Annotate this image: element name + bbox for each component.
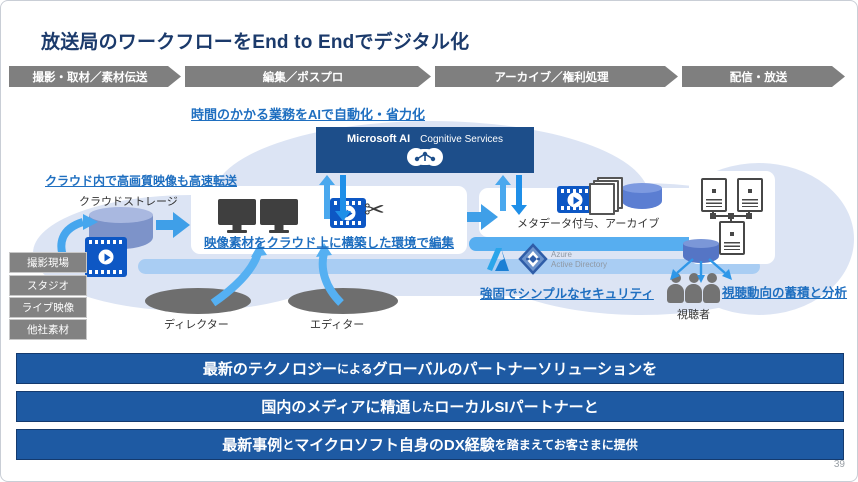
server-icon (719, 221, 745, 255)
viewer-person-icon (685, 273, 702, 303)
metadata-video-clip-icon (557, 186, 593, 213)
page-title: 放送局のワークフローをEnd to Endでデジタル化 (41, 32, 470, 53)
page-number: 39 (833, 459, 845, 470)
message-bar-global-partner: 最新のテクノロジーによるグローバルのパートナーソリューションを (16, 353, 844, 384)
message-segment: と (282, 438, 295, 452)
archive-cylinder-icon (622, 183, 662, 209)
source-box-live-video: ライブ映像 (9, 297, 87, 318)
message-segment: した (410, 400, 435, 414)
editing-video-clip-icon (330, 198, 366, 228)
metadata-archive-label: メタデータ付与、アーカイブ (517, 218, 660, 230)
source-box-studio: スタジオ (9, 275, 87, 296)
viewer-person-icon (703, 273, 720, 303)
server-icon (737, 178, 763, 212)
message-bar-dx-experience: 最新事例とマイクロソフト自身のDX経験を踏まえてお客さまに提供 (16, 429, 844, 460)
brain-icon (407, 148, 443, 166)
azure-active-directory-icon (518, 243, 548, 275)
distribution-cylinder-icon (683, 239, 719, 263)
message-segment: 最新事例 (222, 437, 283, 454)
source-box-third-party: 他社素材 (9, 319, 87, 340)
editor-label: エディター (310, 319, 365, 331)
callout-analytics: 視聴動向の蓄積と分析 (722, 286, 848, 300)
arrow-storage-to-editing (156, 212, 190, 238)
message-segment: グローバルのパートナーソリューションを (372, 361, 658, 378)
viewers-icon-group (667, 273, 720, 303)
editor-stage-ellipse (288, 288, 398, 314)
director-stage-ellipse (145, 288, 251, 314)
message-segment: マイクロソフト自身のDX経験 (294, 437, 495, 454)
message-segment: 国内のメディアに精通 (261, 399, 411, 416)
source-video-clip-icon (85, 237, 127, 277)
message-segment: ローカルSIパートナーと (434, 399, 599, 416)
cognitive-services-label: Cognitive Services (420, 134, 503, 145)
cloud-storage-label: クラウドストレージ (79, 196, 178, 208)
phase-chevron-shooting: 撮影・取材／素材伝送 (9, 66, 181, 87)
director-label: ディレクター (164, 319, 229, 331)
azure-logo-icon (487, 248, 509, 271)
azure-active-directory-label: Azure Active Directory (551, 250, 608, 269)
viewer-person-icon (667, 273, 684, 303)
message-segment: 最新のテクノロジー (202, 361, 337, 378)
monitor-icon (260, 199, 298, 225)
phase-chevron-distribution: 配信・放送 (682, 66, 845, 87)
phase-chevron-editing: 編集／ポスプロ (185, 66, 431, 87)
phase-chevron-archive: アーカイブ／権利処理 (435, 66, 678, 87)
microsoft-ai-box: Microsoft AI Cognitive Services (316, 127, 534, 173)
callout-fast-transfer: クラウド内で高画質映像も高速転送 (45, 174, 238, 188)
source-box-shooting-site: 撮影現場 (9, 252, 87, 273)
workflow-pipe-light (138, 259, 760, 274)
message-segment: による (336, 362, 373, 376)
microsoft-ai-label: Microsoft AI (347, 133, 411, 145)
monitor-icon (218, 199, 256, 225)
callout-ai-automation: 時間のかかる業務をAIで自動化・省力化 (191, 107, 426, 122)
viewers-label: 視聴者 (677, 309, 710, 321)
callout-cloud-editing: 映像素材をクラウド上に構築した環境で編集 (203, 236, 454, 250)
server-icon (701, 178, 727, 212)
callout-security: 強固でシンプルなセキュリティ (480, 287, 654, 301)
message-bar-local-si-partner: 国内のメディアに精通したローカルSIパートナーと (16, 391, 844, 422)
message-segment: を踏まえてお客さまに提供 (494, 438, 638, 452)
document-stack-icon (589, 177, 623, 215)
scissors-icon: ✂ (364, 196, 385, 224)
